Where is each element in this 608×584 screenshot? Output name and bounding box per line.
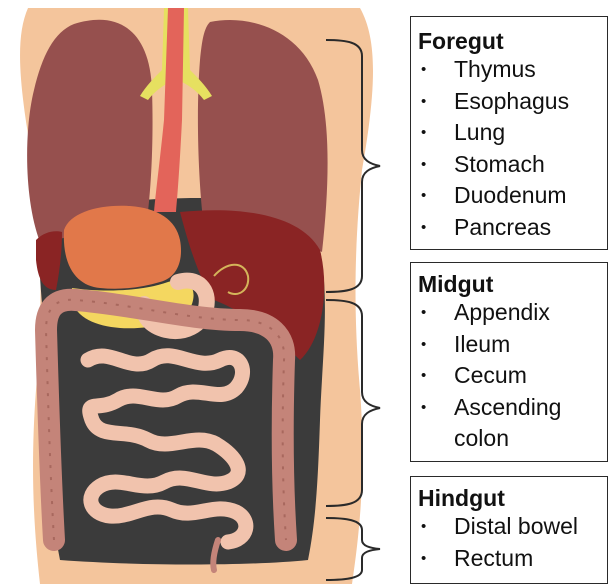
- organ-label: Lung: [454, 119, 505, 145]
- bullet: •: [421, 543, 426, 575]
- organ-label: Distal bowel: [454, 513, 578, 539]
- bullet: •: [421, 297, 426, 329]
- bullet: •: [421, 54, 426, 86]
- bullet: •: [421, 392, 426, 424]
- organ-label: Stomach: [454, 151, 545, 177]
- bullet: •: [421, 212, 426, 244]
- torso-illustration: [0, 0, 400, 584]
- organ-label-continuation: colon: [418, 423, 607, 455]
- midgut-list: • Appendix • Ileum • Cecum • Ascending: [418, 297, 607, 423]
- organ-label: Ascending: [454, 394, 561, 420]
- bullet: •: [421, 329, 426, 361]
- bullet: •: [421, 86, 426, 118]
- hindgut-title: Hindgut: [418, 485, 607, 511]
- organ-label: Cecum: [454, 362, 527, 388]
- bullet: •: [421, 180, 426, 212]
- list-item: • Rectum: [418, 543, 607, 575]
- list-item: • Duodenum: [418, 180, 607, 212]
- foregut-title: Foregut: [418, 28, 607, 54]
- bullet: •: [421, 149, 426, 181]
- organ-label: Pancreas: [454, 214, 551, 240]
- list-item: • Ascending: [418, 392, 607, 424]
- list-item: • Pancreas: [418, 212, 607, 244]
- list-item: • Distal bowel: [418, 511, 607, 543]
- organ-label: Rectum: [454, 545, 533, 571]
- list-item: • Cecum: [418, 360, 607, 392]
- list-item: • Thymus: [418, 54, 607, 86]
- hindgut-box: Hindgut • Distal bowel • Rectum: [410, 476, 608, 584]
- stomach: [64, 206, 181, 289]
- organ-label: Thymus: [454, 56, 536, 82]
- organ-label: Duodenum: [454, 182, 567, 208]
- foregut-list: • Thymus • Esophagus • Lung • Stomach • Duode…: [418, 54, 607, 243]
- bullet: •: [421, 360, 426, 392]
- hindgut-list: • Distal bowel • Rectum: [418, 511, 607, 574]
- list-item: • Esophagus: [418, 86, 607, 118]
- bullet: •: [421, 117, 426, 149]
- midgut-box: Midgut • Appendix • Ileum • Cecum • Ascendin…: [410, 262, 608, 462]
- organ-label: Appendix: [454, 299, 550, 325]
- list-item: • Stomach: [418, 149, 607, 181]
- organ-label: Ileum: [454, 331, 510, 357]
- bullet: •: [421, 511, 426, 543]
- organ-label: Esophagus: [454, 88, 569, 114]
- midgut-title: Midgut: [418, 271, 607, 297]
- foregut-box: Foregut • Thymus • Esophagus • Lung • Stomac…: [410, 16, 608, 250]
- list-item: • Ileum: [418, 329, 607, 361]
- list-item: • Lung: [418, 117, 607, 149]
- list-item: • Appendix: [418, 297, 607, 329]
